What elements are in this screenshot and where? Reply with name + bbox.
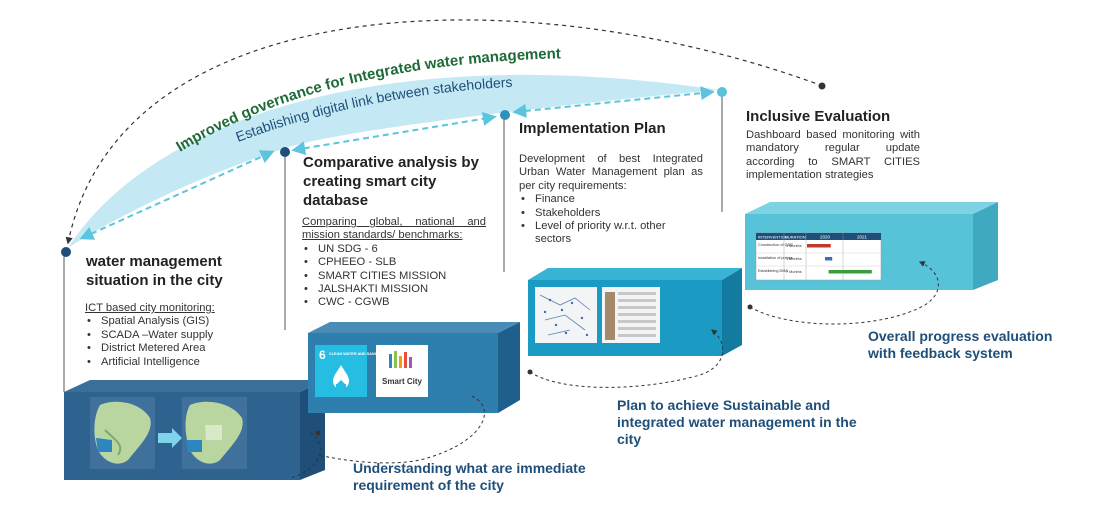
gantt-row-name: Establishing DMA: [758, 269, 788, 273]
list-item: SCADA –Water supply: [85, 329, 260, 343]
caption-step4: Overall progress evaluation with feedbac…: [868, 328, 1053, 361]
list-item: District Metered Area: [85, 342, 260, 356]
gantt-row-name: Installation of pumps: [758, 256, 793, 260]
step4-intro: Dashboard based monitoring with mandator…: [746, 129, 920, 182]
list-item: SMART CITIES MISSION: [302, 270, 486, 284]
caption-step3: Plan to achieve Sustainable and integrat…: [617, 397, 857, 447]
pointer-1: [289, 432, 321, 479]
step-dot-4: [717, 87, 727, 97]
svg-text:DURATION: DURATION: [785, 235, 806, 240]
pointer-2: [529, 329, 724, 388]
step1-list: Spatial Analysis (GIS) SCADA –Water supp…: [85, 315, 260, 369]
svg-text:INTERVENTION: INTERVENTION: [758, 235, 788, 240]
svg-text:Smart City: Smart City: [382, 377, 423, 386]
gantt-row-name: Construction of GSR: [758, 243, 793, 247]
link-arrow-1: [79, 150, 275, 240]
list-item: CPHEEO - SLB: [302, 256, 486, 270]
caption-step1: Understanding what are immediate require…: [353, 460, 586, 493]
step2-intro: Comparing global, national and mission s…: [302, 216, 486, 242]
step1-body: ICT based city monitoring: Spatial Analy…: [85, 302, 260, 369]
city-map-images: [90, 397, 247, 469]
svg-text:CLEAN WATER AND SANITATION: CLEAN WATER AND SANITATION: [329, 352, 390, 356]
step1-title: water management situation in the city: [86, 253, 223, 289]
step1-intro: ICT based city monitoring:: [85, 302, 215, 314]
gantt-bar: [825, 257, 833, 261]
list-item: UN SDG - 6: [302, 243, 486, 257]
svg-text:2021: 2021: [857, 235, 868, 240]
smartcity-logo: Smart City: [376, 345, 428, 397]
pointer-3: [749, 261, 939, 325]
gantt-row-duration: 7 Months: [786, 270, 802, 274]
gantt-bar: [828, 270, 872, 274]
step3-intro: Development of best Integrated Urban Wat…: [519, 153, 703, 192]
step3-title: Implementation Plan: [519, 120, 666, 137]
feedback-arc-end: [818, 82, 826, 90]
svg-text:2020: 2020: [820, 235, 831, 240]
list-item: Artificial Intelligence: [85, 356, 260, 370]
list-item: Stakeholders: [519, 207, 703, 221]
pointer-1b: [317, 395, 485, 464]
list-item: JALSHAKTI MISSION: [302, 283, 486, 297]
step4-title: Inclusive Evaluation: [746, 108, 891, 125]
gantt-bar: [807, 244, 831, 248]
plan-thumbnail: [535, 287, 660, 343]
link-arrow-2: [291, 111, 497, 156]
list-item: Spatial Analysis (GIS): [85, 315, 260, 329]
step3-body: Development of best Integrated Urban Wat…: [519, 153, 703, 247]
list-item: Level of priority w.r.t. other sectors: [519, 220, 703, 247]
list-item: Finance: [519, 193, 703, 207]
list-item: CWC - CGWB: [302, 296, 486, 310]
step-dot-2: [280, 147, 290, 157]
step2-title: Comparative analysis by creating smart c…: [303, 154, 479, 209]
feedback-arc: [65, 19, 821, 245]
gantt-row-duration: 4 Months: [786, 244, 802, 248]
step2-body: Comparing global, national and mission s…: [302, 216, 486, 310]
svg-text:6: 6: [319, 348, 326, 362]
step-dot-1: [61, 247, 71, 257]
link-arrow-3: [512, 86, 715, 118]
gantt-chart: INTERVENTION DURATION 2020 2021 Construc…: [755, 232, 882, 281]
sdg6-logo: 6 CLEAN WATER AND SANITATION: [315, 345, 390, 397]
step-dot-3: [500, 110, 510, 120]
gantt-row-duration: 1 Months: [786, 257, 802, 261]
step2-list: UN SDG - 6 CPHEEO - SLB SMART CITIES MIS…: [302, 243, 486, 310]
step3-list: Finance Stakeholders Level of priority w…: [519, 193, 703, 247]
